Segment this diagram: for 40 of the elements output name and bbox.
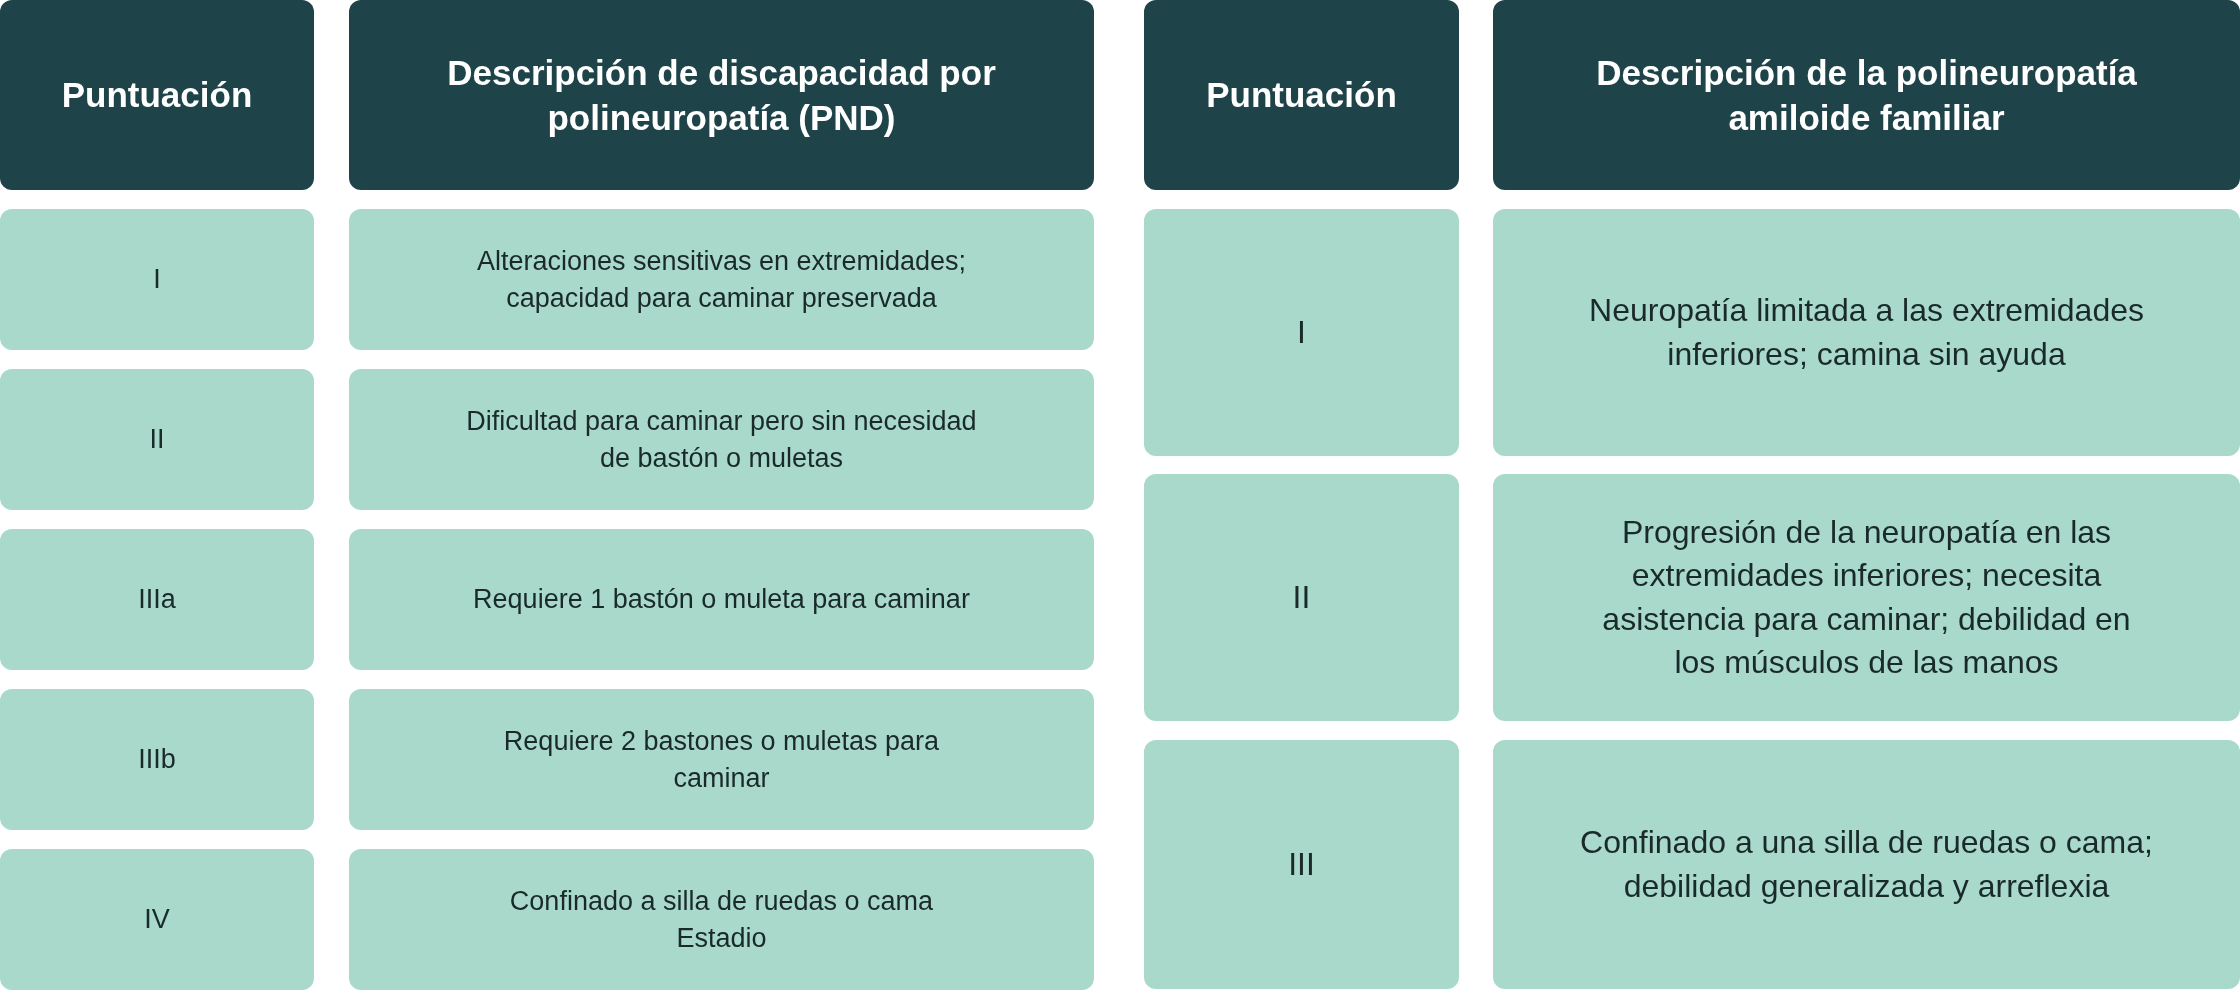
cell-text: II [149,423,165,457]
cell-text: Requiere 1 bastón o muleta para caminar [473,583,970,617]
cell-text: Confinado a una silla de ruedas o cama; debilidad generalizada y arreflexia [1579,823,2154,906]
cell-text: IIIa [138,583,176,617]
column-heading: Descripción de la polineuropatía amiloide familiar [1595,51,2138,139]
cell-text: Alteraciones sensitivas en extremidades; capacidad para caminar preservada [475,245,968,315]
cell-text: I [1297,312,1306,352]
table-box [1493,474,2240,721]
cell-text: Progresión de la neuropatía en las extremidades inferiores; necesita asistencia para caminar; debilidad en los músculos de las manos [1601,513,2132,682]
cell-text: Neuropatía limitada a las extremidades inferiores; camina sin ayuda [1588,291,2145,374]
table-box [0,849,314,990]
table-box [0,369,314,510]
table-box [0,209,314,350]
cell-text: Requiere 2 bastones o muletas para caminar [502,725,941,795]
header-box [0,0,314,190]
header-box [349,0,1094,190]
cell-text: II [1292,577,1311,617]
cell-text: Confinado a silla de ruedas o cama Estadio [508,885,935,955]
cell-text: I [153,263,161,297]
column-heading: Puntuación [1206,74,1397,117]
column-heading: Puntuación [61,74,253,117]
column-heading: Descripción de discapacidad por polineuropatía (PND) [446,51,997,139]
cell-text: Dificultad para caminar pero sin necesidad de bastón o muletas [465,405,978,475]
table-box [0,689,314,830]
table-box [1144,740,1459,989]
table-box [1493,740,2240,989]
cell-text: IIIb [138,743,176,777]
table-box [0,529,314,670]
table-box [349,529,1094,670]
table-box [1144,209,1459,456]
table-box [349,689,1094,830]
table-box [349,849,1094,990]
header-box [1144,0,1459,190]
header-box [1493,0,2240,190]
cell-text: III [1288,844,1315,884]
table-box [349,369,1094,510]
table-box [1493,209,2240,456]
table-box [1144,474,1459,721]
table-box [349,209,1094,350]
cell-text: IV [144,903,170,937]
